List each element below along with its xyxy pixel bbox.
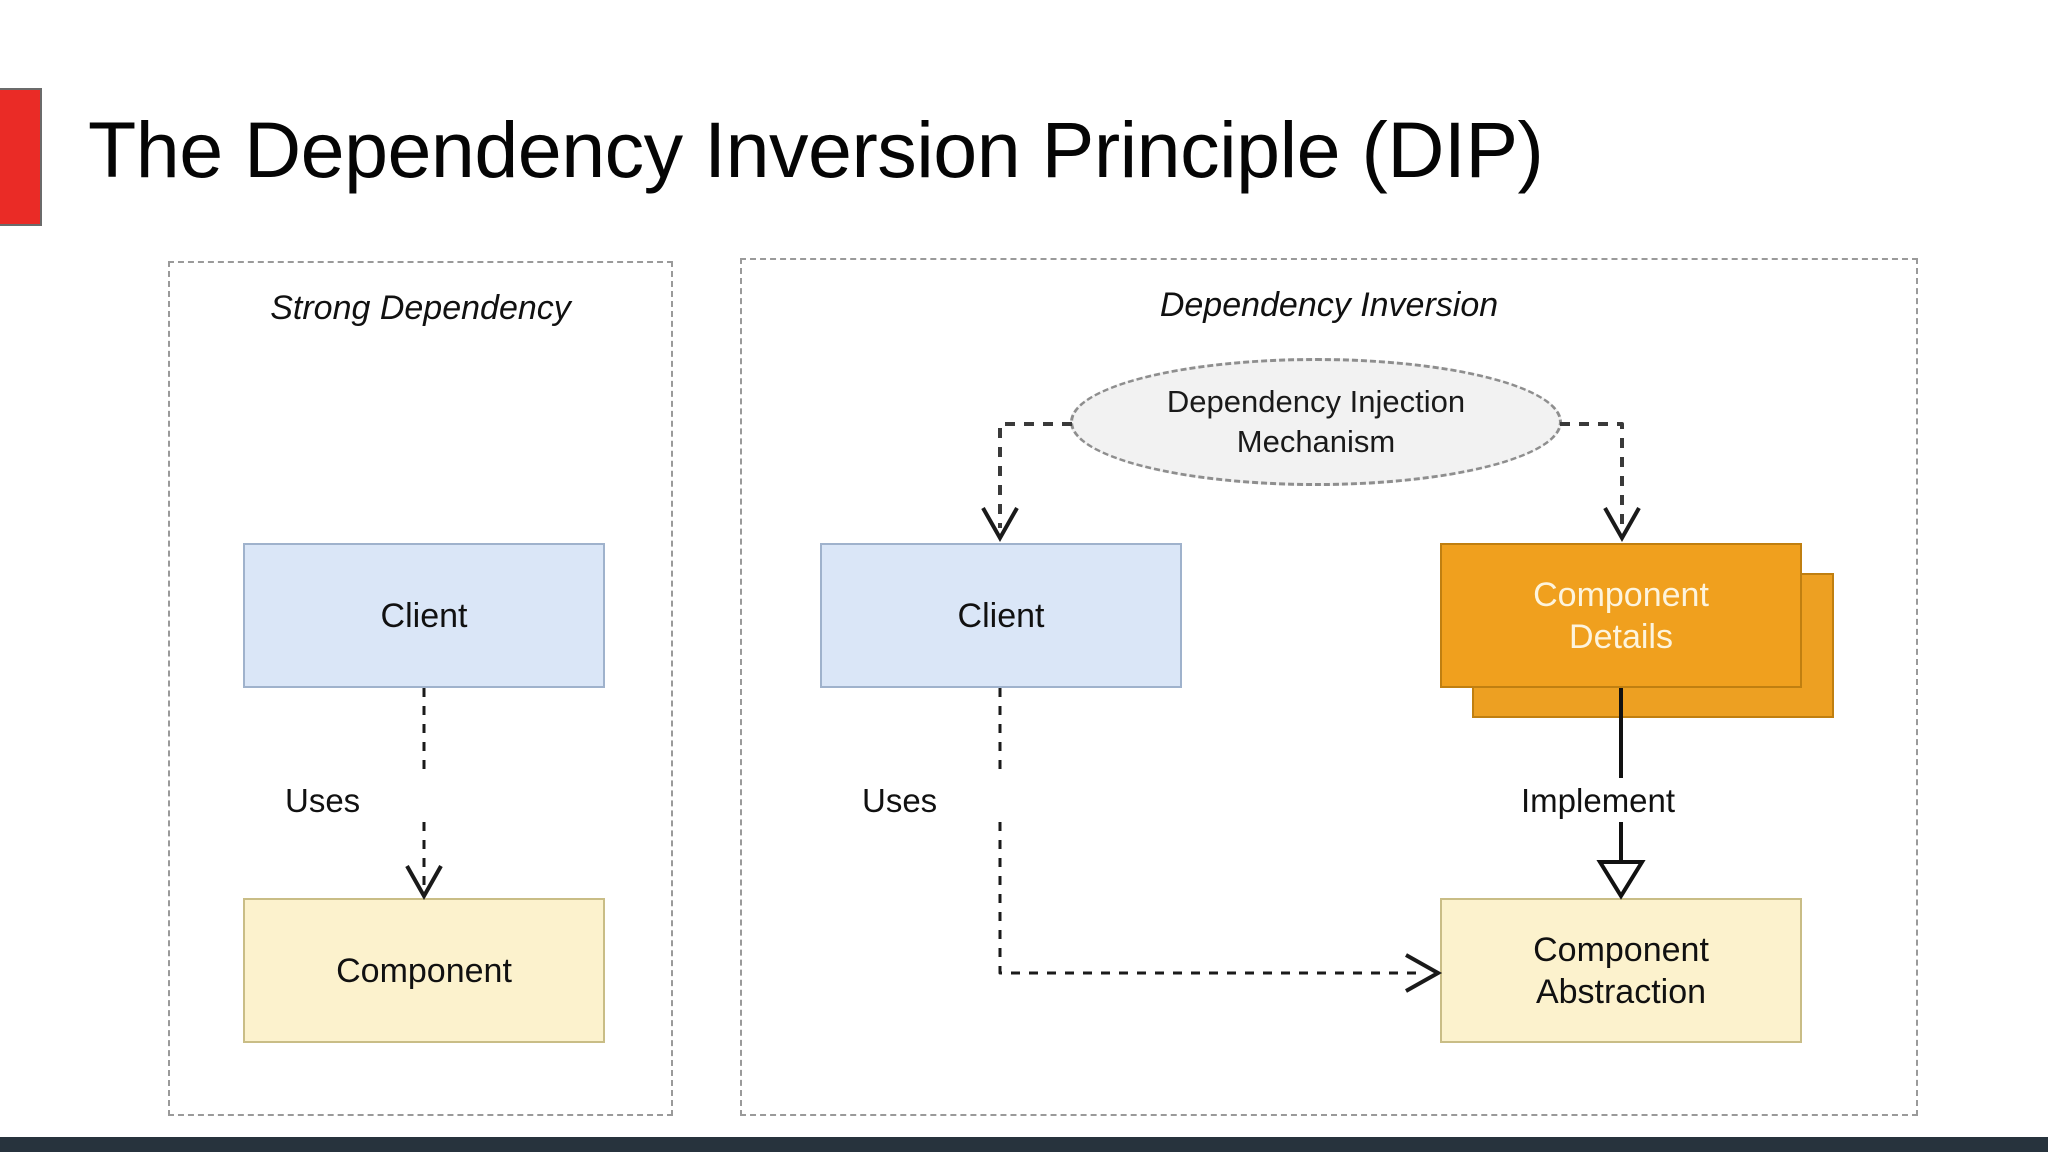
node-component-abstraction[interactable]: Component Abstraction: [1440, 898, 1802, 1043]
slide-bottom-bar: [0, 1137, 2048, 1152]
panel-title-dependency-inversion: Dependency Inversion: [1159, 286, 1499, 324]
node-label: Component: [336, 951, 512, 990]
node-dependency-injection-mechanism[interactable]: Dependency Injection Mechanism: [1070, 358, 1562, 486]
node-component-left[interactable]: Component: [243, 898, 605, 1043]
title-accent-bar: [0, 88, 42, 226]
node-label-line1: Component: [1533, 930, 1709, 969]
node-label: Client: [380, 596, 468, 635]
node-label-line1: Component: [1533, 575, 1709, 614]
node-client-right[interactable]: Client: [820, 543, 1182, 688]
edge-label-uses-right: Uses: [856, 782, 944, 820]
page-title: The Dependency Inversion Principle (DIP): [88, 105, 1544, 194]
node-label-line1: Dependency Injection: [1166, 384, 1466, 419]
node-label-line2: Details: [1569, 617, 1673, 656]
node-component-details[interactable]: Component Details: [1440, 543, 1802, 688]
edge-label-uses-left: Uses: [279, 782, 367, 820]
node-label-line2: Abstraction: [1535, 972, 1707, 1011]
node-client-left[interactable]: Client: [243, 543, 605, 688]
edge-label-implement: Implement: [1515, 782, 1682, 820]
node-label: Client: [957, 596, 1045, 635]
panel-title-strong-dependency: Strong Dependency: [270, 289, 571, 327]
node-label-line2: Mechanism: [1236, 424, 1396, 459]
